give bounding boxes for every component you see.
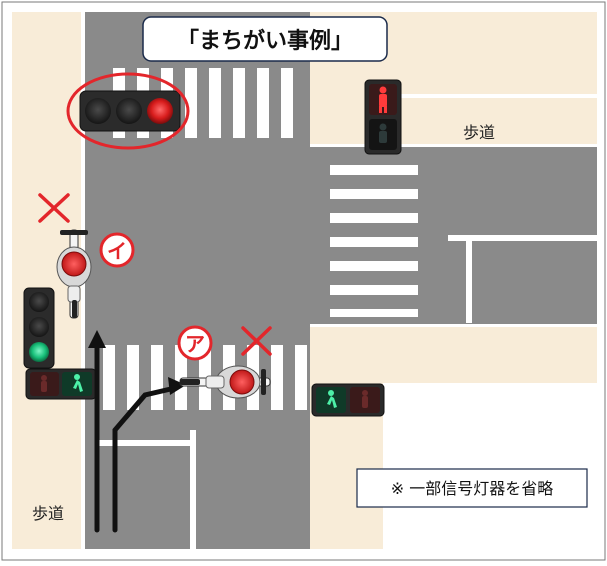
svg-text:イ: イ — [107, 239, 127, 263]
svg-text:ア: ア — [185, 332, 205, 356]
pedestrian-signal-right — [311, 383, 385, 417]
traffic-light-icon — [85, 98, 111, 124]
pedestrian-signal-top-right — [364, 79, 402, 155]
marker-a: ア — [177, 325, 213, 361]
cross-mark-icon — [38, 193, 70, 223]
vehicle-traffic-light-top — [79, 90, 181, 132]
pedestrian-signal-icon — [379, 86, 387, 113]
building-block — [383, 383, 597, 549]
cross-mark-icon-2 — [241, 326, 272, 356]
highlight-circle — [66, 72, 190, 150]
stop-line-right — [448, 235, 597, 241]
sidewalk-label-top-right: 歩道 — [463, 123, 495, 142]
note-text: ※ 一部信号灯器を省略 — [391, 479, 554, 498]
pedestrian-signal-left — [25, 368, 97, 400]
cyclist-i — [56, 229, 92, 319]
note-box: ※ 一部信号灯器を省略 — [356, 468, 588, 508]
sidewalk-label-bottom-left: 歩道 — [32, 504, 64, 523]
lane-line-bottom — [190, 430, 196, 549]
marker-i: イ — [99, 232, 135, 268]
cyclist-a — [179, 365, 271, 399]
crosswalk-right — [330, 165, 418, 317]
title-box: 「まちがい事例」 — [142, 16, 388, 62]
title: 「まちがい事例」 — [177, 28, 353, 54]
arrows — [94, 342, 178, 533]
vehicle-traffic-light-left — [23, 287, 55, 369]
